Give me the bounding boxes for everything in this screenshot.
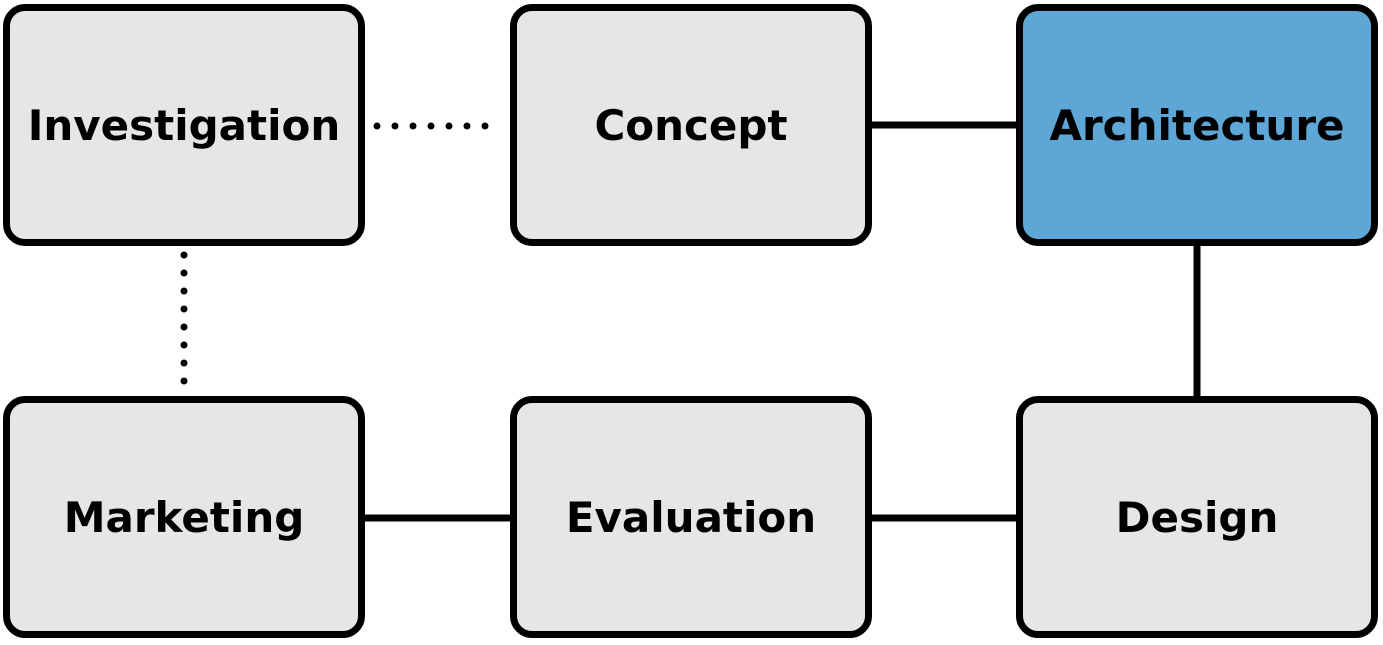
node-label-investigation: Investigation bbox=[27, 100, 341, 150]
node-label-architecture: Architecture bbox=[1049, 100, 1345, 150]
node-marketing: Marketing bbox=[3, 396, 365, 638]
node-label-concept: Concept bbox=[594, 100, 788, 150]
node-investigation: Investigation bbox=[3, 4, 365, 246]
node-evaluation: Evaluation bbox=[510, 396, 872, 638]
node-design: Design bbox=[1016, 396, 1378, 638]
node-label-evaluation: Evaluation bbox=[565, 492, 817, 542]
node-label-design: Design bbox=[1115, 492, 1279, 542]
node-architecture: Architecture bbox=[1016, 4, 1378, 246]
node-concept: Concept bbox=[510, 4, 872, 246]
node-label-marketing: Marketing bbox=[63, 492, 305, 542]
